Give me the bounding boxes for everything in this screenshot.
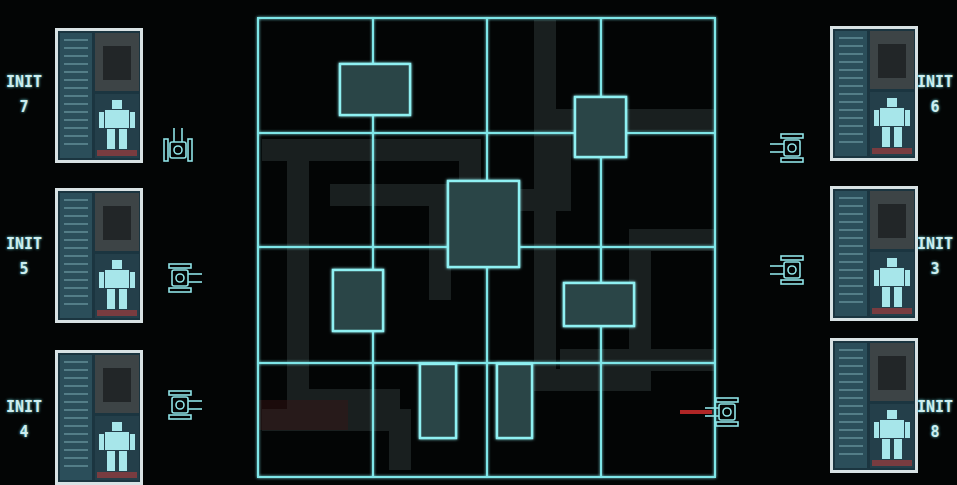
initiative-label: INIT 4 bbox=[5, 395, 43, 445]
initiative-label: INIT 6 bbox=[916, 70, 954, 120]
initiative-label: INIT 8 bbox=[916, 395, 954, 445]
initiative-label: INIT 5 bbox=[5, 232, 43, 282]
initiative-label: INIT 7 bbox=[5, 70, 43, 120]
initiative-label: INIT 3 bbox=[916, 232, 954, 282]
